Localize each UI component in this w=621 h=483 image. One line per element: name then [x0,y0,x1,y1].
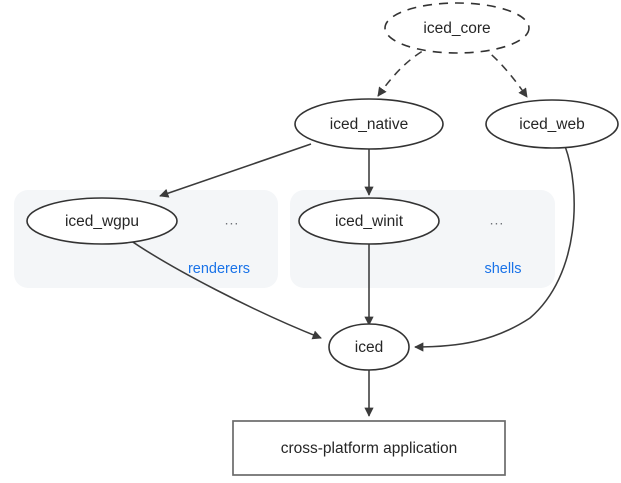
edge-iced-wgpu-to-iced [126,237,322,340]
node-iced-web-label: iced_web [519,116,585,133]
node-iced[interactable] [328,323,410,371]
node-iced-core[interactable] [384,2,530,54]
cluster-label-shells: shells [484,261,521,277]
node-iced-native-label: iced_native [330,116,408,133]
node-iced-native[interactable] [294,98,444,150]
shells-ellipsis-placeholder: ... [490,212,505,228]
edge-iced-web-to-iced [414,145,575,352]
node-iced-wgpu[interactable] [26,197,178,245]
edge-iced-core-to-iced-web [480,45,528,98]
node-iced-winit-label: iced_winit [335,213,404,230]
node-iced-wgpu-label: iced_wgpu [65,213,139,230]
node-iced-label: iced [355,339,383,356]
edge-iced-native-to-iced-wgpu [159,143,312,198]
node-cross-platform-application-label: cross-platform application [281,440,458,457]
renderers-ellipsis-placeholder: ... [225,212,240,228]
edge-iced-core-to-iced-native [377,44,435,97]
cluster-label-renderers: renderers [188,261,250,277]
node-cross-platform-application[interactable] [232,420,506,476]
node-iced-web[interactable] [485,99,619,149]
node-iced-winit[interactable] [298,197,440,245]
node-iced-core-label: iced_core [423,20,490,37]
